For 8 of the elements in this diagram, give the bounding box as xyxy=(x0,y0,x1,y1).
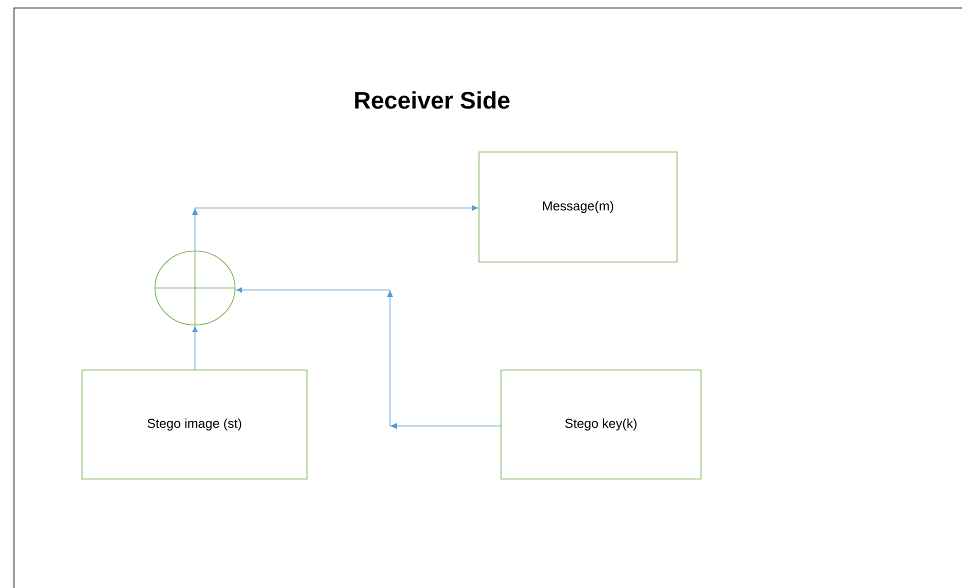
arrow xyxy=(192,205,478,252)
arrow xyxy=(236,287,502,429)
process-box: Stego image (st) xyxy=(82,370,308,480)
arrow xyxy=(192,326,198,370)
process-box: Stego key(k) xyxy=(500,370,702,480)
process-box: Message(m) xyxy=(478,152,678,262)
title: Receiver Side xyxy=(355,91,510,109)
xor-symbol xyxy=(154,250,236,326)
